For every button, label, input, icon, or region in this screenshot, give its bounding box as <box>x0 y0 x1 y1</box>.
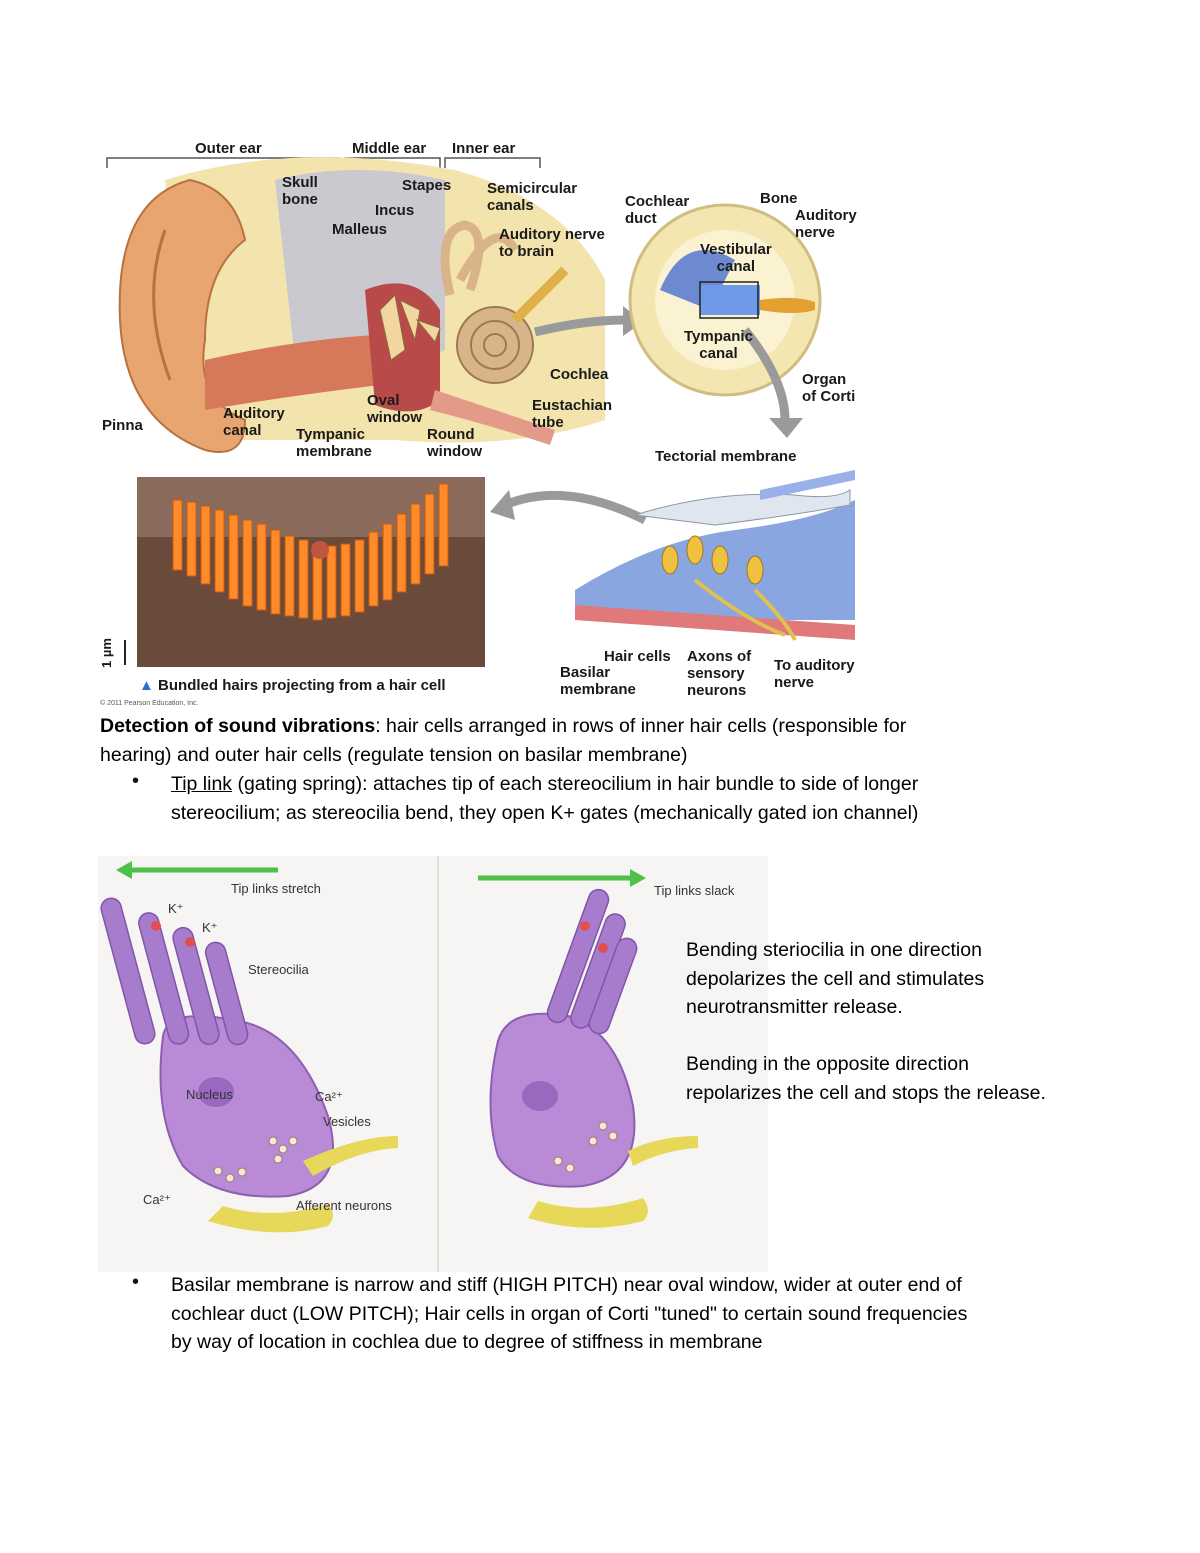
label-oval-window: Oval window <box>367 392 422 426</box>
micrograph-scale-label: 1 µm <box>99 638 114 668</box>
hair-cell-drawing <box>98 856 768 1272</box>
label-eustachian-tube: Eustachian tube <box>532 397 613 431</box>
ear-anatomy-figure: Outer ear Middle ear Inner ear Skull bon… <box>95 120 865 710</box>
micrograph-caption-text: Bundled hairs projecting from a hair cel… <box>158 677 446 694</box>
label-tympanic-membrane: Tympanic membrane <box>296 426 372 460</box>
label-tip-links-stretch: Tip links stretch <box>231 881 321 896</box>
detection-paragraph: Detection of sound vibrations: hair cell… <box>100 712 980 769</box>
label-outer-ear: Outer ear <box>195 140 262 157</box>
label-hair-cells: Hair cells <box>604 648 671 665</box>
label-ca-1: Ca²⁺ <box>315 1089 343 1104</box>
label-organ-of-corti: Organ of Corti <box>802 371 856 405</box>
label-skull-bone: Skull bone <box>282 174 318 208</box>
copyright-text: © 2011 Pearson Education, Inc. <box>100 700 199 707</box>
label-inner-ear: Inner ear <box>452 140 516 157</box>
label-tip-links-slack: Tip links slack <box>654 883 735 898</box>
label-tectorial-membrane: Tectorial membrane <box>655 448 797 465</box>
detection-description: : hair cells arranged in rows of inner h… <box>100 715 907 766</box>
ear-anatomy-drawing <box>106 157 855 667</box>
label-round-window: Round window <box>427 426 482 460</box>
tip-link-term: Tip link <box>171 773 233 795</box>
label-k-plus-2: K⁺ <box>202 920 218 935</box>
micrograph-caption: ▲ Bundled hairs projecting from a hair c… <box>139 677 446 694</box>
label-axons-sensory-neurons: Axons of sensory neurons <box>687 648 752 699</box>
label-auditory-canal: Auditory canal <box>223 405 285 439</box>
label-afferent-neurons: Afferent neurons <box>296 1198 392 1213</box>
bullet-2: • <box>132 1271 140 1293</box>
label-cochlear-duct: Cochlear duct <box>625 193 690 227</box>
bullet-1: • <box>132 770 140 792</box>
label-stereocilia: Stereocilia <box>248 962 309 977</box>
label-pinna: Pinna <box>102 417 143 434</box>
label-tympanic-canal: Tympanic canal <box>684 328 753 362</box>
label-incus: Incus <box>375 202 415 219</box>
label-vestibular-canal: Vestibular canal <box>700 241 772 275</box>
label-k-plus-1: K⁺ <box>168 901 184 916</box>
label-ca-2: Ca²⁺ <box>143 1192 171 1207</box>
tip-link-description: (gating spring): attaches tip of each st… <box>171 773 919 824</box>
label-basilar-membrane: Basilar membrane <box>560 664 636 698</box>
label-middle-ear: Middle ear <box>352 140 427 157</box>
label-to-auditory-nerve: To auditory nerve <box>774 657 855 691</box>
label-auditory-nerve: Auditory nerve <box>795 207 857 241</box>
label-stapes: Stapes <box>402 177 452 194</box>
detection-heading: Detection of sound vibrations <box>100 715 376 737</box>
tip-link-paragraph: Tip link (gating spring): attaches tip o… <box>171 770 961 827</box>
label-malleus: Malleus <box>332 221 388 238</box>
label-cochlea: Cochlea <box>550 366 609 383</box>
hair-cell-figure: Tip links stretch K⁺ K⁺ Stereocilia Nucl… <box>98 856 768 1272</box>
side-paragraph-depolarize: Bending steriocilia in one direction dep… <box>686 939 985 1018</box>
label-nucleus: Nucleus <box>186 1087 233 1102</box>
basilar-membrane-paragraph: Basilar membrane is narrow and stiff (HI… <box>171 1274 968 1353</box>
side-paragraph-repolarize: Bending in the opposite direction repola… <box>686 1053 1046 1104</box>
label-auditory-nerve-to-brain: Auditory nerve to brain <box>499 226 605 260</box>
triangle-icon: ▲ <box>139 677 154 694</box>
label-vesicles: Vesicles <box>323 1114 371 1129</box>
label-bone: Bone <box>760 190 798 207</box>
label-semicircular-canals: Semicircular canals <box>487 180 578 214</box>
